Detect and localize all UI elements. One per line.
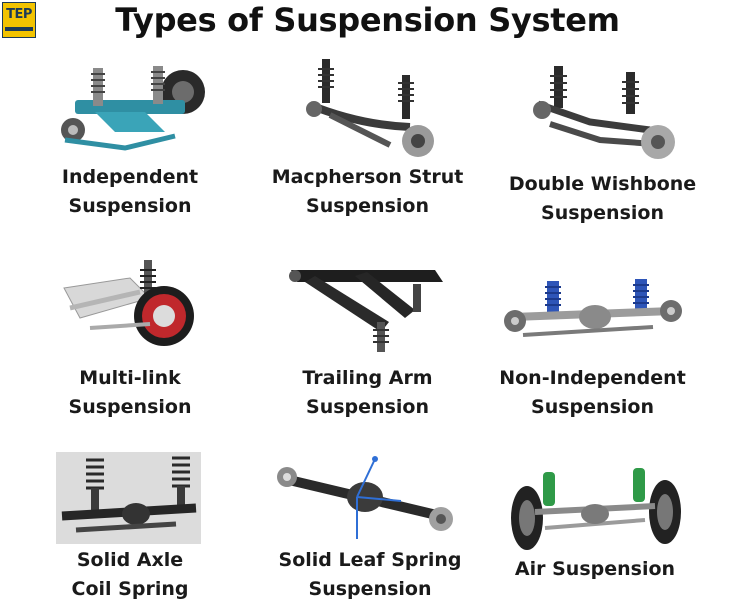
trailing-arm-illustration (289, 270, 443, 352)
label-line-2: Suspension (68, 195, 192, 217)
air-suspension-illustration (511, 468, 681, 550)
logo-text: TEP (6, 7, 32, 22)
logo-underline (5, 27, 33, 31)
item-label-independent: Independent Suspension (40, 163, 220, 221)
label-line-1: Independent (61, 166, 199, 188)
solid-leaf-spring-illustration (277, 456, 453, 539)
item-label-non-independent: Non-Independent Suspension (490, 364, 695, 422)
label-line-1: Non-Independent (499, 367, 686, 389)
label-line-2: Suspension (306, 195, 429, 217)
item-label-trailing-arm: Trailing Arm Suspension (270, 364, 465, 422)
label-line-2: Coil Spring (71, 578, 189, 600)
label-line-2: Suspension (308, 578, 432, 600)
label-line-2: Suspension (306, 396, 429, 418)
item-label-air: Air Suspension (495, 555, 695, 584)
label-line-1: Macpherson Strut (271, 166, 464, 188)
page-title: Types of Suspension System (115, 1, 620, 39)
label-line-1: Air Suspension (514, 558, 676, 580)
independent-suspension-illustration (61, 66, 205, 151)
double-wishbone-illustration (533, 66, 675, 159)
item-label-double-wishbone: Double Wishbone Suspension (500, 170, 705, 228)
item-label-macpherson: Macpherson Strut Suspension (270, 163, 465, 221)
item-label-multi-link: Multi-link Suspension (40, 364, 220, 422)
label-line-1: Solid Axle (76, 549, 184, 571)
label-line-2: Suspension (541, 202, 664, 224)
non-independent-illustration (504, 279, 682, 337)
label-line-1: Trailing Arm (302, 367, 433, 389)
label-line-1: Multi-link (79, 367, 181, 389)
label-line-2: Suspension (68, 396, 192, 418)
brand-logo: TEP (2, 2, 36, 38)
solid-axle-coil-spring-illustration (56, 452, 201, 544)
label-line-2: Suspension (531, 396, 654, 418)
item-label-solid-leaf: Solid Leaf Spring Suspension (265, 546, 475, 604)
multi-link-illustration (63, 260, 194, 346)
label-line-1: Double Wishbone (508, 173, 697, 195)
label-line-1: Solid Leaf Spring (278, 549, 462, 571)
item-label-solid-axle: Solid Axle Coil Spring (40, 546, 220, 604)
macpherson-strut-illustration (306, 59, 434, 157)
